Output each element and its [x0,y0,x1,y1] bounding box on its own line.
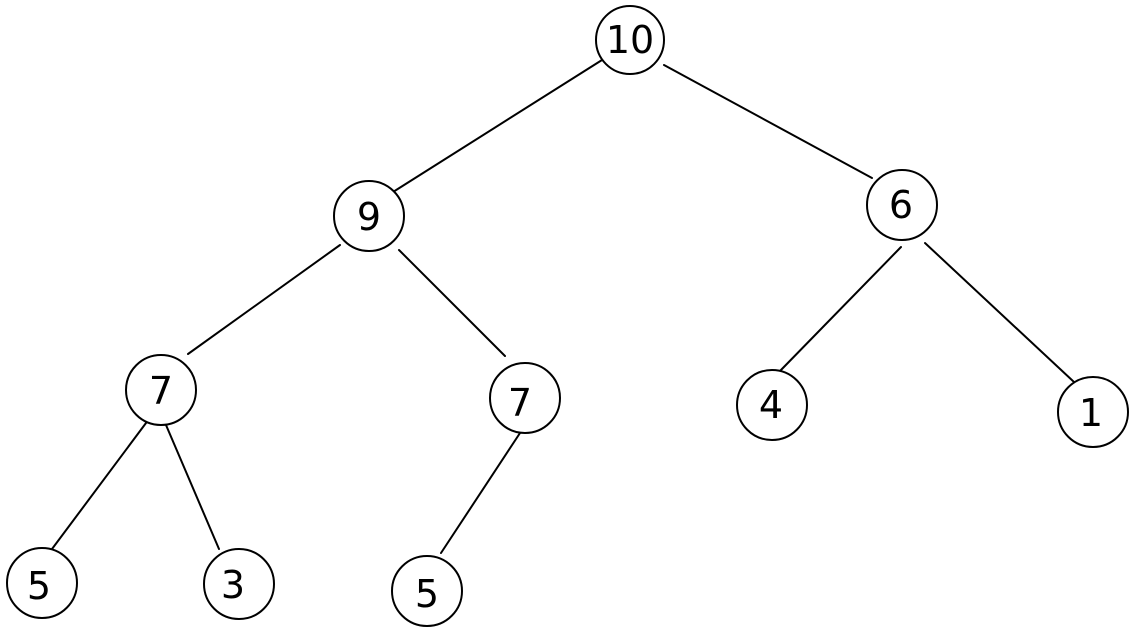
edge-n3-n8 [165,424,220,550]
node-label: 7 [508,381,532,425]
node-label: 10 [606,18,654,62]
edge-n0-n1 [392,59,603,193]
edge-n1-n3 [187,244,341,355]
tree-nodes: 10 9 6 7 7 4 1 5 [6,5,1129,627]
node-circle [391,555,463,627]
tree-edges [51,59,1075,554]
edge-n3-n7 [51,422,147,550]
tree-node-n5: 4 [736,369,808,441]
node-circle [125,354,197,426]
node-label: 1 [1079,391,1103,435]
edge-n0-n2 [663,64,873,179]
edge-n2-n6 [924,242,1075,383]
edge-n1-n4 [398,249,506,357]
tree-node-n6: 1 [1057,376,1129,448]
node-circle [6,547,78,619]
node-label: 5 [27,564,51,608]
node-label: 6 [889,183,913,227]
tree-node-n4: 7 [489,362,561,434]
node-circle [736,369,808,441]
tree-node-n7: 5 [6,547,78,619]
node-label: 3 [221,563,245,607]
node-label: 4 [759,383,783,427]
node-label: 7 [149,369,173,413]
edge-n4-n9 [440,432,521,554]
edge-n2-n5 [779,246,902,372]
node-circle [333,180,405,252]
tree-node-n8: 3 [203,548,275,620]
tree-node-n1: 9 [333,180,405,252]
node-circle [866,169,938,241]
node-circle [1057,376,1129,448]
node-circle [489,362,561,434]
tree-node-n3: 7 [125,354,197,426]
node-circle [203,548,275,620]
tree-node-n2: 6 [866,169,938,241]
tree-node-n9: 5 [391,555,463,627]
node-label: 9 [357,195,381,239]
node-circle [595,5,665,75]
node-label: 5 [415,572,439,616]
tree-node-n0: 10 [595,5,665,75]
